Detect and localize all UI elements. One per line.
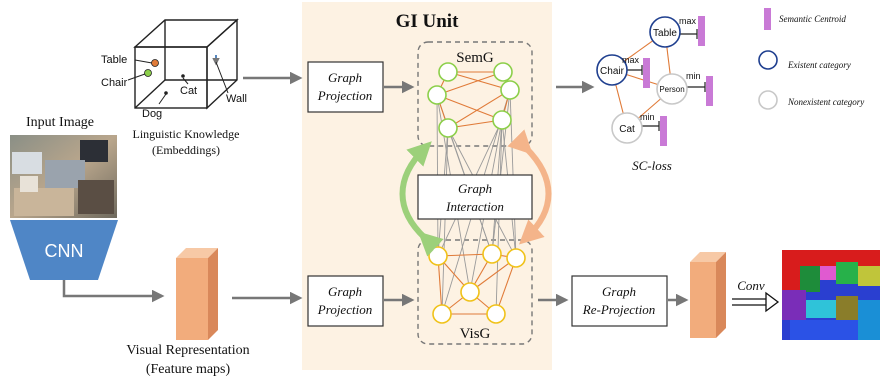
cnn-label: CNN	[45, 241, 84, 261]
sc-node-table	[649, 16, 681, 48]
sc-node-chair	[596, 54, 628, 86]
visg-label: VisG	[460, 326, 491, 342]
semg-region	[417, 41, 533, 147]
sc-loss-label: SC-loss	[632, 158, 672, 173]
gi-unit-title: GI Unit	[396, 11, 459, 32]
semg-node	[493, 62, 513, 82]
cube-word-dog: Dog	[142, 108, 162, 120]
semg-label: SemG	[456, 50, 494, 66]
embedding-leader-lines	[127, 59, 229, 105]
sc-min-person: min	[686, 71, 701, 81]
sc-max-chair: max	[622, 55, 640, 65]
visg-region	[417, 239, 533, 345]
legend-centroid-swatch	[764, 8, 771, 30]
sc-max-table: max	[679, 16, 697, 26]
graph-interaction-box	[417, 174, 533, 220]
visg-node	[428, 246, 448, 266]
graph-projection-bottom-l2: Projection	[317, 302, 372, 317]
input-image-label: Input Image	[26, 115, 94, 130]
sc-node-chair-label: Chair	[600, 66, 625, 77]
legend-nonexistent-swatch	[758, 90, 778, 110]
legend-centroid-label: Semantic Centroid	[779, 14, 846, 24]
graph-projection-bottom-l1: Graph	[328, 284, 362, 299]
semg-node	[492, 110, 512, 130]
visual-rep-label: Visual Representation	[126, 343, 249, 358]
semg-node	[438, 62, 458, 82]
graph-interaction-l2: Interaction	[445, 199, 504, 214]
linguistic-label: Linguistic Knowledge	[133, 127, 240, 141]
legend-nonexistent-label: Nonexistent category	[787, 97, 864, 107]
sc-node-person	[656, 73, 688, 105]
centroid-bar-cat	[660, 116, 667, 146]
graph-reprojection-l2: Re-Projection	[582, 302, 655, 317]
embedding-points	[144, 55, 220, 95]
sc-node-cat	[611, 112, 643, 144]
linguistic-sublabel: (Embeddings)	[152, 143, 220, 157]
feature-maps-block	[176, 248, 218, 340]
graph-projection-top-l2: Projection	[317, 88, 372, 103]
graph-reprojection-box	[571, 275, 668, 327]
visg-node	[486, 304, 506, 324]
cube-word-wall: Wall	[226, 93, 247, 105]
cube-word-chair: Chair	[101, 77, 128, 89]
visg-node	[460, 282, 480, 302]
centroid-bar-person	[706, 76, 713, 106]
centroid-bar-table	[698, 16, 705, 46]
input-image	[10, 135, 117, 218]
cube-word-table: Table	[101, 54, 127, 66]
semg-node	[500, 80, 520, 100]
semg-node	[427, 85, 447, 105]
visg-node	[506, 248, 526, 268]
cnn-to-feature-arrow	[62, 280, 165, 303]
sc-min-cat: min	[640, 112, 655, 122]
output-feature-block	[690, 252, 726, 338]
sc-node-table-label: Table	[653, 28, 677, 39]
conv-arrow	[732, 291, 780, 313]
segmentation-output	[782, 250, 880, 340]
interaction-arrow-green	[399, 141, 444, 257]
conv-label: Conv	[737, 278, 765, 293]
centroid-bar-chair	[643, 58, 650, 88]
graph-interaction-l1: Graph	[458, 181, 492, 196]
visg-node	[432, 304, 452, 324]
cube-word-cat: Cat	[180, 85, 197, 97]
sc-node-person-label: Person	[659, 85, 684, 94]
sc-leader-lines	[624, 29, 706, 131]
interaction-arrow-orange	[507, 129, 552, 245]
legend-existent-swatch	[758, 50, 778, 70]
visg-node	[482, 244, 502, 264]
semg-node	[438, 118, 458, 138]
graph-projection-top-l1: Graph	[328, 70, 362, 85]
graph-projection-box-top	[307, 61, 384, 113]
semg-nodes	[427, 62, 520, 138]
visual-rep-sublabel: (Feature maps)	[146, 362, 231, 377]
graph-reprojection-l1: Graph	[602, 284, 636, 299]
legend-existent-label: Existent category	[787, 60, 851, 70]
sc-node-cat-label: Cat	[619, 124, 635, 135]
cnn-block	[10, 220, 118, 280]
graph-projection-box-bottom	[307, 275, 384, 327]
